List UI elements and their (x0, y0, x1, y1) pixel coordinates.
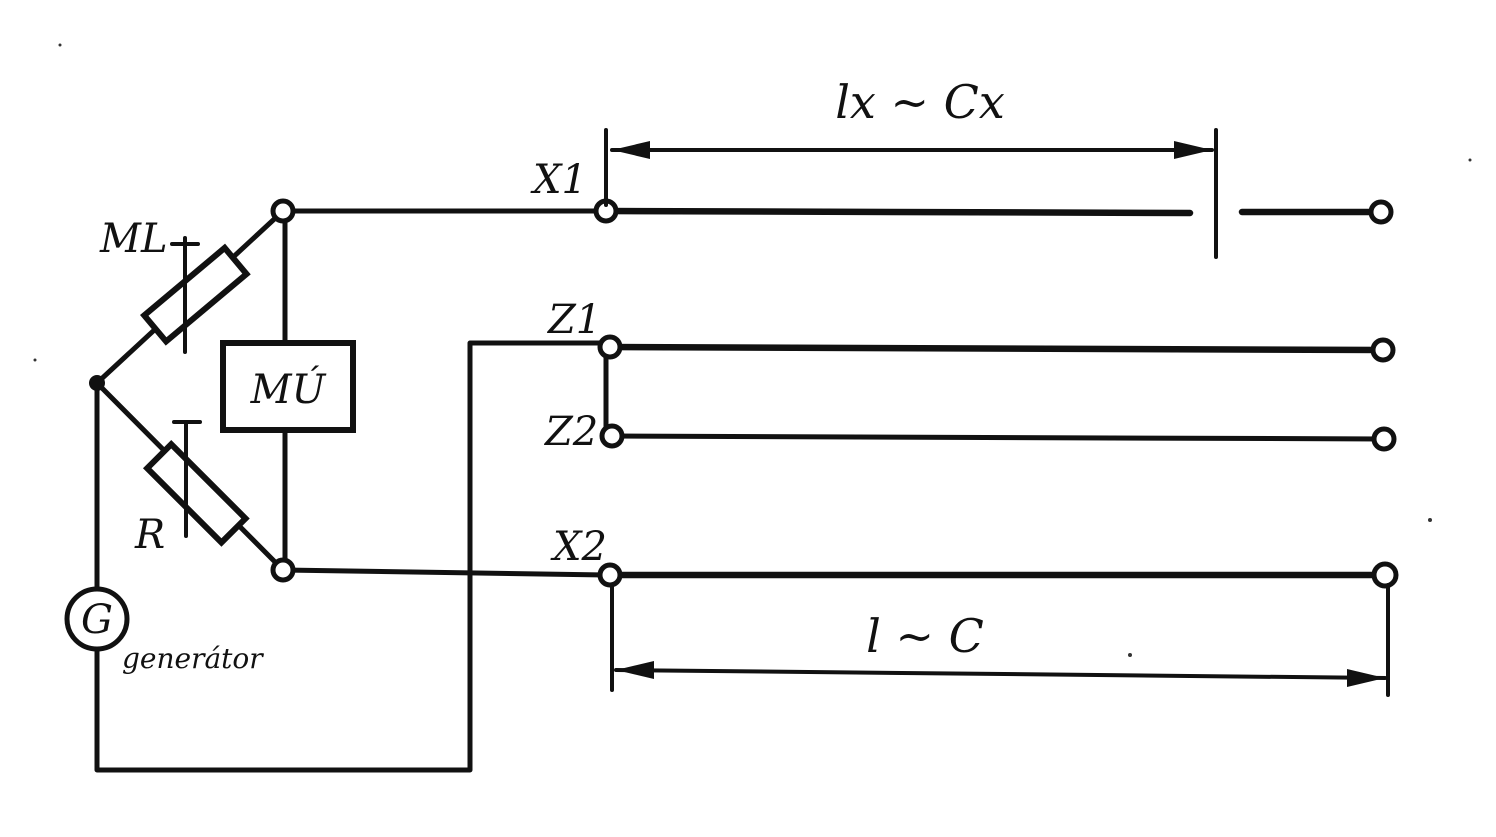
z1-conductor (602, 343, 1386, 354)
z2-conductor (609, 433, 1387, 442)
mu-label: MÚ (250, 366, 327, 413)
z2-terminal (599, 423, 625, 449)
bottom-bridge-terminal (270, 557, 296, 583)
lx-dimension (604, 128, 1214, 207)
x1-label: X1 (530, 157, 587, 203)
l-dimension (610, 583, 1390, 697)
x1-far-terminal (1368, 199, 1394, 225)
generator-return-wire (94, 340, 609, 773)
z1-terminal (597, 334, 623, 360)
mu-instrument-box (220, 340, 356, 433)
left-bridge-node (89, 375, 105, 391)
x2-feed-wire (280, 567, 609, 578)
lx-cx-label: lx ~ Cx (835, 75, 1005, 129)
generator-g-label: G (81, 597, 113, 643)
l-c-label: l ~ C (866, 609, 984, 663)
x1-conductor (602, 207, 1194, 217)
ml-label: ML (99, 216, 168, 262)
ml-variable-resistor (140, 236, 251, 354)
x2-label: X2 (550, 524, 607, 570)
scan-specks (33, 43, 1472, 657)
z2-far-terminal (1371, 426, 1397, 452)
generator-label: generátor (122, 642, 264, 675)
top-bridge-terminal (270, 198, 296, 224)
z1-label: Z1 (546, 297, 601, 343)
z2-label: Z2 (543, 409, 598, 455)
x2-far-terminal (1371, 561, 1399, 589)
r-variable-resistor (142, 420, 250, 547)
z1-far-terminal (1370, 337, 1396, 363)
generator-circle (64, 586, 130, 652)
r-label: R (134, 512, 165, 558)
